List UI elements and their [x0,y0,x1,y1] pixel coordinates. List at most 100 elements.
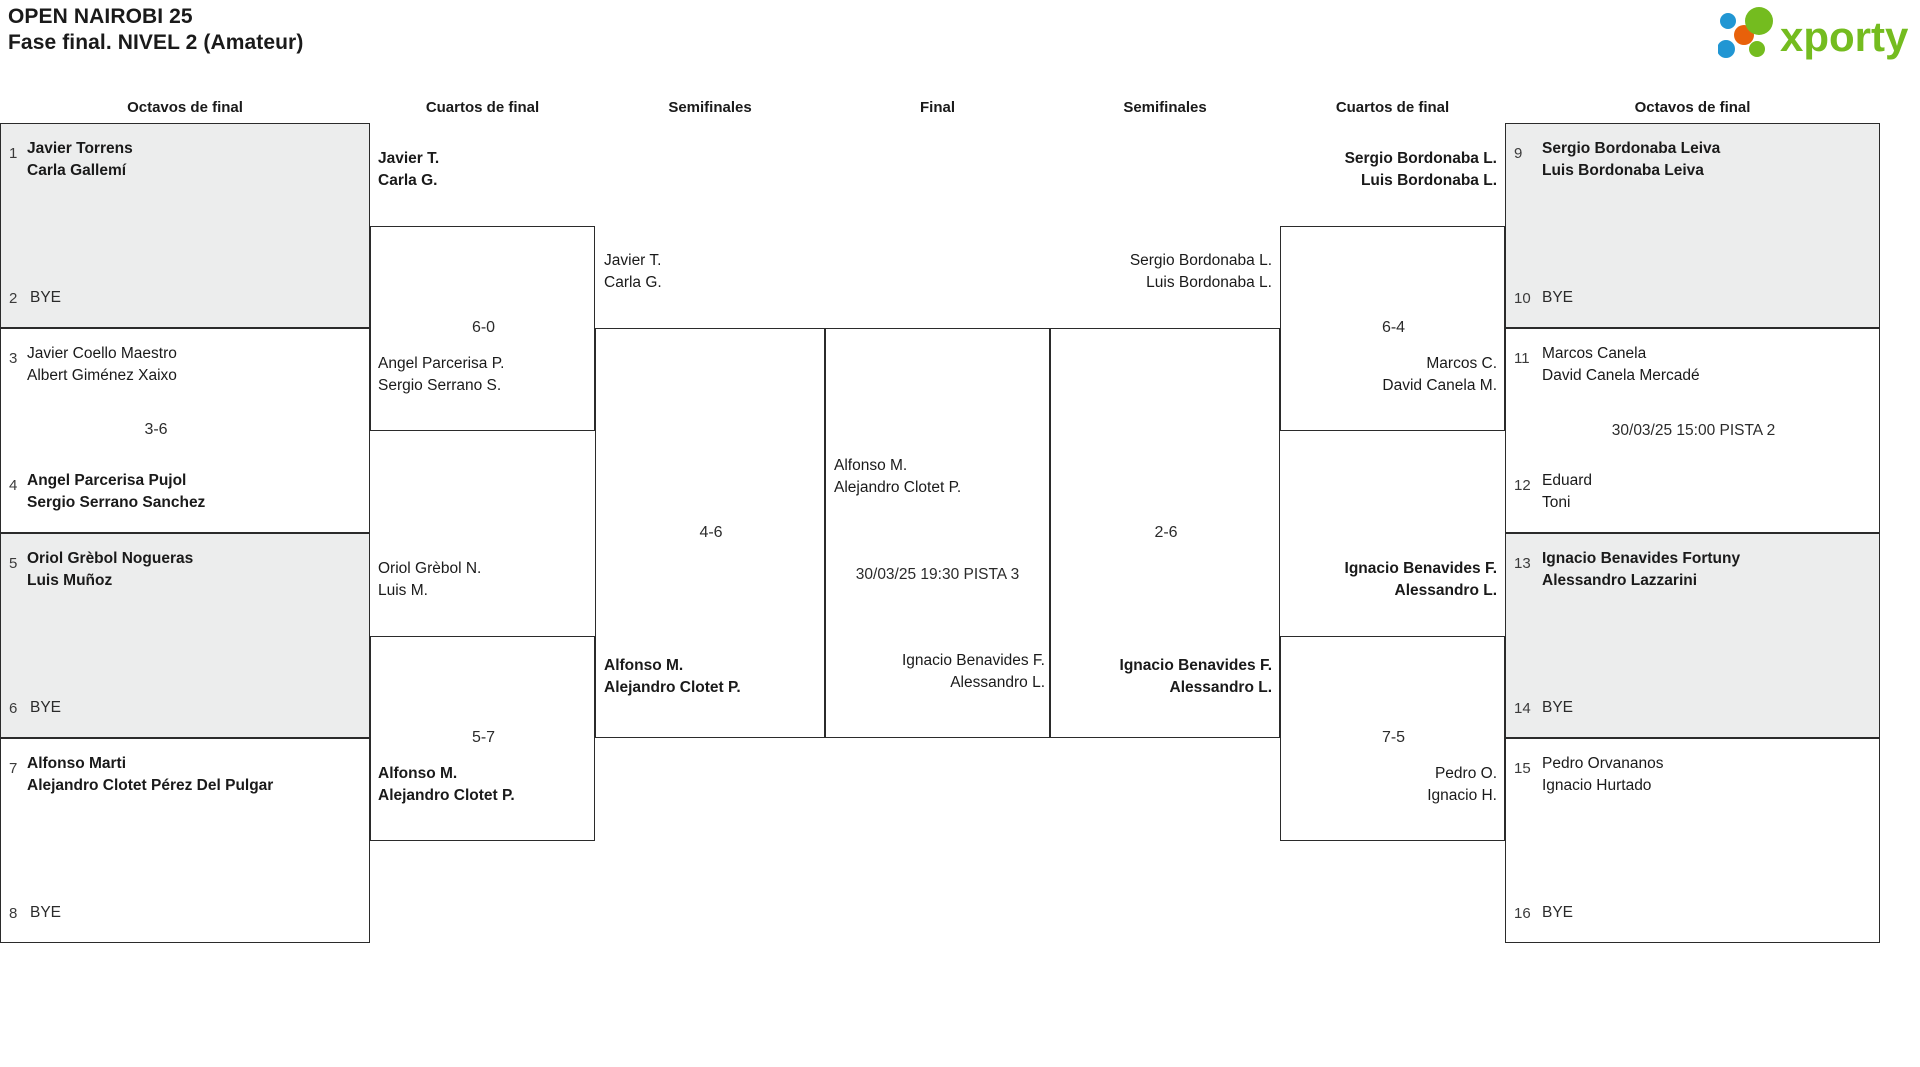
player-names: Javier Torrens Carla Gallemí [27,138,133,182]
lqf-2-bottom-names: Alfonso M. Alejandro Clotet P. [378,763,515,807]
player-line-1: Alfonso M. [378,765,458,782]
player-line-2: Ignacio H. [1427,787,1497,804]
match-box-final[interactable] [825,328,1050,738]
player-line-2: Alessandro L. [1169,679,1273,696]
round-label-left-r16: Octavos de final [127,99,243,116]
match-box-l16-4[interactable]: 7 Alfonso Marti Alejandro Clotet Pérez D… [0,738,370,943]
seed-number: 3 [9,350,18,367]
match-box-r16-3[interactable]: 13 Ignacio Benavides Fortuny Alessandro … [1505,533,1880,738]
round-label-right-sf: Semifinales [1123,99,1207,116]
match-box-lsf[interactable]: 4-6 [595,328,825,738]
seed-number: 5 [9,555,18,572]
lsf-bottom-names: Alfonso M. Alejandro Clotet P. [604,655,741,699]
player-line-1: BYE [1542,904,1574,921]
seed-number: 14 [1514,700,1531,717]
player-line-1: Angel Parcerisa P. [378,355,505,372]
player-names: Angel Parcerisa Pujol Sergio Serrano San… [27,470,205,514]
player-line-1: Alfonso M. [834,457,908,474]
player-line-2: Luis Bordonaba L. [1360,172,1497,189]
player-line-1: Pedro Orvananos [1542,755,1664,772]
rqf-1-bottom-names: Marcos C. David Canela M. [1280,353,1497,397]
player-line-2: Carla G. [604,274,662,291]
player-line-2: David Canela Mercadé [1542,367,1700,384]
player-line-2: Sergio Serrano Sanchez [27,494,206,511]
round-label-final: Final [919,99,955,116]
player-line-2: Alejandro Clotet P. [604,679,741,696]
rsf-bottom-names: Ignacio Benavides F. Alessandro L. [1050,655,1272,699]
player-line-2: Alejandro Clotet Pérez Del Pulgar [27,777,274,794]
player-names: Alfonso Marti Alejandro Clotet Pérez Del… [27,753,273,797]
player-line-2: Luis Bordonaba Leiva [1542,162,1704,179]
logo-wordmark: xporty [1780,13,1908,60]
final-schedule: 30/03/25 19:30 PISTA 3 [855,566,1020,583]
final-bottom-names: Ignacio Benavides F. Alessandro L. [830,650,1045,694]
player-line-1: Oriol Grèbol Nogueras [27,550,194,567]
match-box-l16-2[interactable]: 3 Javier Coello Maestro Albert Giménez X… [0,328,370,533]
lqf-1-bottom-names: Angel Parcerisa P. Sergio Serrano S. [378,353,504,397]
xporty-logo: xporty [1717,6,1909,60]
match-box-rsf[interactable]: 2-6 [1050,328,1280,738]
player-line-2: Ignacio Hurtado [1542,777,1652,794]
match-box-r16-4[interactable]: 15 Pedro Orvananos Ignacio Hurtado 16 BY… [1505,738,1880,943]
match-score: 3-6 [144,421,168,438]
round-label-left-sf: Semifinales [668,99,752,116]
player-line-1: Sergio Bordonaba L. [1129,252,1272,269]
player-line-1: Javier Torrens [27,140,133,157]
player-line-1: Javier Coello Maestro [27,345,177,362]
player-names: Eduard Toni [1542,470,1592,514]
seed-number: 8 [9,905,18,922]
match-score: 5-7 [471,729,496,746]
player-names: Ignacio Benavides Fortuny Alessandro Laz… [1542,548,1740,592]
player-line-2: Alessandro L. [950,674,1045,691]
final-top-names: Alfonso M. Alejandro Clotet P. [834,455,961,499]
match-box-r16-2[interactable]: 11 Marcos Canela David Canela Mercadé 30… [1505,328,1880,533]
match-box-rqf-1[interactable]: 6-4 [1280,226,1505,431]
player-line-1: Ignacio Benavides F. [901,652,1045,669]
round-label-right-qf: Cuartos de final [1335,99,1450,116]
player-line-1: BYE [30,289,62,306]
player-names: Pedro Orvananos Ignacio Hurtado [1542,753,1664,797]
match-score: 2-6 [1154,524,1178,541]
match-score: 6-4 [1381,319,1406,336]
player-line-1: BYE [1542,289,1574,306]
player-line-2: Alejandro Clotet P. [834,479,962,496]
match-box-lqf-1[interactable]: 6-0 [370,226,595,431]
match-box-lqf-2[interactable]: 5-7 [370,636,595,841]
logo-dot-green-large [1745,7,1773,35]
player-line-1: Alfonso M. [604,657,684,674]
seed-number: 4 [9,477,18,494]
match-box-l16-1[interactable]: 1 Javier Torrens Carla Gallemí 2 BYE [0,123,370,328]
match-box-r16-1[interactable]: 9 Sergio Bordonaba Leiva Luis Bordonaba … [1505,123,1880,328]
player-line-1: Angel Parcerisa Pujol [27,472,187,489]
xporty-logo-svg: xporty [1717,7,1909,60]
match-score: 4-6 [699,524,723,541]
player-line-2: Alessandro Lazzarini [1542,572,1698,589]
player-line-1: Javier T. [378,150,440,167]
player-line-1: Sergio Bordonaba L. [1344,150,1497,167]
lqf-2-top-names: Oriol Grèbol N. Luis M. [378,558,481,602]
player-line-2: Luis M. [378,582,428,599]
lsf-top-names: Javier T. Carla G. [604,250,662,294]
player-line-2: Luis Bordonaba L. [1146,274,1272,291]
logo-dot-blue-bottom [1717,40,1735,58]
page-header: OPEN NAIROBI 25 Fase final. NIVEL 2 (Ama… [0,0,1920,70]
player-line-1: Ignacio Benavides F. [1119,657,1272,674]
seed-number: 16 [1514,905,1531,922]
player-line-1: Ignacio Benavides Fortuny [1542,550,1741,567]
player-line-1: BYE [30,904,62,921]
player-line-2: Sergio Serrano S. [378,377,502,394]
player-line-2: Carla G. [378,172,438,189]
tournament-subtitle: Fase final. NIVEL 2 (Amateur) [8,31,304,54]
player-line-2: Alejandro Clotet P. [378,787,515,804]
player-line-2: Luis Muñoz [27,572,113,589]
match-box-rqf-2[interactable]: 7-5 [1280,636,1505,841]
lqf-1-top-names: Javier T. Carla G. [378,148,439,192]
seed-number: 11 [1514,350,1530,367]
match-score: 7-5 [1381,729,1406,746]
player-line-1: BYE [1542,699,1574,716]
seed-number: 2 [9,290,18,307]
seed-number: 1 [9,145,18,162]
match-box-l16-3[interactable]: 5 Oriol Grèbol Nogueras Luis Muñoz 6 BYE [0,533,370,738]
player-line-1: Sergio Bordonaba Leiva [1542,140,1721,157]
rqf-1-top-names: Sergio Bordonaba L. Luis Bordonaba L. [1280,148,1497,192]
